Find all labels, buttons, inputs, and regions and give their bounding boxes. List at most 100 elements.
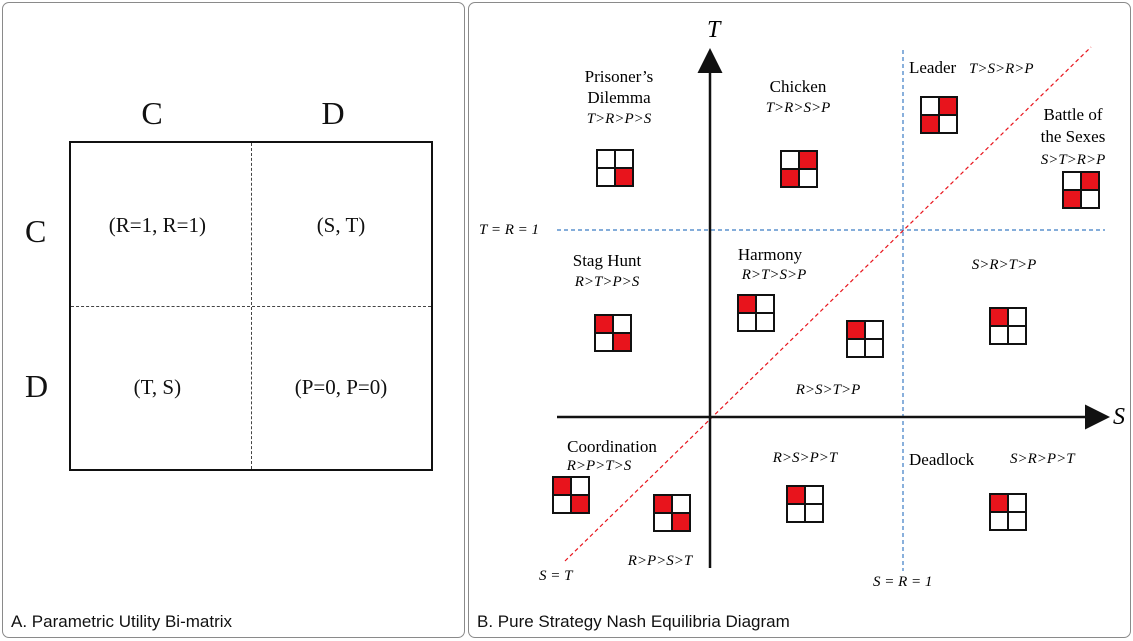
equilibrium-cell xyxy=(612,332,632,352)
region-4-order: R>T>P>S xyxy=(574,274,640,290)
equilibrium-cell xyxy=(737,294,757,314)
region-0-order: T>R>P>S xyxy=(587,111,652,127)
equilibrium-cell xyxy=(1007,493,1027,513)
equilibrium-cell xyxy=(938,96,958,116)
equilibrium-cell xyxy=(653,512,673,532)
equilibrium-cell xyxy=(552,494,572,514)
equilibrium-cell xyxy=(614,167,634,187)
t-eq-r-label: T = R = 1 xyxy=(479,222,539,238)
equilibrium-cell xyxy=(989,307,1009,327)
equilibrium-cell xyxy=(780,168,800,188)
equilibrium-cell xyxy=(596,167,616,187)
equilibrium-cell xyxy=(786,485,806,505)
region-2-name: Leader xyxy=(909,58,957,77)
region-11-order: S>R>P>T xyxy=(1010,451,1076,467)
equilibrium-cell xyxy=(596,149,616,169)
equilibrium-cell xyxy=(989,511,1009,531)
region-0-name: Prisoner’s xyxy=(585,67,654,86)
region-9-order: R>P>S>T xyxy=(627,553,694,569)
equilibrium-cell xyxy=(755,294,775,314)
equilibrium-matrix-0 xyxy=(596,149,634,187)
equilibrium-cell xyxy=(570,476,590,496)
cell-cd: (S, T) xyxy=(316,213,366,237)
equilibrium-matrix-8 xyxy=(552,476,590,514)
equilibrium-matrix-7 xyxy=(989,307,1027,345)
s-eq-t-label: S = T xyxy=(539,568,574,584)
equilibrium-cell xyxy=(989,325,1009,345)
cell-cc: (R=1, R=1) xyxy=(108,213,206,237)
equilibrium-matrix-2 xyxy=(920,96,958,134)
region-7-order: S>R>T>P xyxy=(972,257,1037,273)
cell-dd: (P=0, P=0) xyxy=(294,375,388,399)
equilibrium-cell xyxy=(737,312,757,332)
equilibrium-cell xyxy=(938,114,958,134)
equilibrium-matrix-3 xyxy=(1062,171,1100,209)
equilibrium-cell xyxy=(1062,171,1082,191)
equilibrium-cell xyxy=(780,150,800,170)
cell-dc: (T, S) xyxy=(133,375,182,399)
equilibrium-cell xyxy=(755,312,775,332)
panel-bimatrix: C D C D (R=1, R=1) (S, T) (T, S) (P=0, P… xyxy=(2,2,465,638)
equilibrium-cell xyxy=(594,314,614,334)
equilibrium-cell xyxy=(1062,189,1082,209)
equilibrium-matrix-5 xyxy=(737,294,775,332)
region-1-order: T>R>S>P xyxy=(766,100,831,116)
equilibrium-cell xyxy=(864,320,884,340)
col-header-d: D xyxy=(321,95,345,131)
matrix-horizontal-divider xyxy=(71,306,431,307)
equilibrium-cell xyxy=(786,503,806,523)
region-6-order: R>S>T>P xyxy=(795,382,861,398)
equilibrium-cell xyxy=(920,114,940,134)
region-5-name: Harmony xyxy=(738,245,803,264)
equilibrium-cell xyxy=(798,168,818,188)
col-header-c: C xyxy=(141,95,163,131)
region-11-name: Deadlock xyxy=(909,450,975,469)
region-3-name: Battle of xyxy=(1043,105,1102,124)
equilibrium-matrix-4 xyxy=(594,314,632,352)
region-8-name: Coordination xyxy=(567,437,657,456)
equilibrium-cell xyxy=(653,494,673,514)
caption-a: A. Parametric Utility Bi-matrix xyxy=(11,612,233,631)
equilibrium-cell xyxy=(804,503,824,523)
nash-diagram-svg: T S T = R = 1 S = R = 1 S = T Prisoner’s… xyxy=(479,17,1125,590)
equilibrium-cell xyxy=(671,512,691,532)
equilibrium-cell xyxy=(989,493,1009,513)
region-10-order: R>S>P>T xyxy=(772,450,839,466)
region-0-name2: Dilemma xyxy=(587,88,651,107)
equilibrium-cell xyxy=(846,338,866,358)
equilibrium-cell xyxy=(846,320,866,340)
equilibrium-cell xyxy=(594,332,614,352)
t-axis-label: T xyxy=(707,17,722,43)
region-2-order: T>S>R>P xyxy=(969,61,1034,77)
equilibrium-cell xyxy=(804,485,824,505)
equilibrium-cell xyxy=(920,96,940,116)
equilibrium-matrix-6 xyxy=(846,320,884,358)
equilibrium-cell xyxy=(1080,171,1100,191)
equilibrium-matrix-10 xyxy=(786,485,824,523)
equilibrium-cell xyxy=(1007,307,1027,327)
payoff-matrix: (R=1, R=1) (S, T) (T, S) (P=0, P=0) xyxy=(69,141,433,471)
equilibrium-matrix-11 xyxy=(989,493,1027,531)
s-eq-r-label: S = R = 1 xyxy=(873,574,932,590)
region-3-name2: the Sexes xyxy=(1041,127,1106,146)
equilibrium-cell xyxy=(552,476,572,496)
equilibrium-cell xyxy=(612,314,632,334)
s-axis-label: S xyxy=(1113,404,1125,430)
caption-b: B. Pure Strategy Nash Equilibria Diagram xyxy=(477,612,790,631)
row-header-d: D xyxy=(25,368,49,404)
equilibrium-cell xyxy=(1080,189,1100,209)
equilibrium-matrices xyxy=(552,96,1100,532)
panel-nash-diagram: T S T = R = 1 S = R = 1 S = T Prisoner’s… xyxy=(468,2,1131,638)
region-5-order: R>T>S>P xyxy=(741,267,807,283)
equilibrium-matrix-9 xyxy=(653,494,691,532)
equilibrium-cell xyxy=(671,494,691,514)
region-1-name: Chicken xyxy=(770,77,827,96)
region-3-order: S>T>R>P xyxy=(1041,152,1106,168)
region-8-order: R>P>T>S xyxy=(566,458,632,474)
equilibrium-cell xyxy=(614,149,634,169)
line-s-eq-t xyxy=(564,46,1092,562)
equilibrium-cell xyxy=(570,494,590,514)
equilibrium-cell xyxy=(798,150,818,170)
equilibrium-cell xyxy=(864,338,884,358)
equilibrium-cell xyxy=(1007,511,1027,531)
